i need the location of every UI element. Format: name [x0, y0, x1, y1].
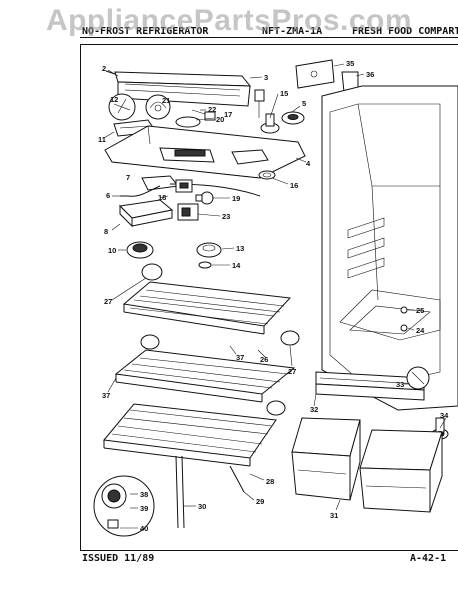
callout-25: 25 [416, 306, 424, 315]
light-bulb-19 [195, 191, 214, 205]
callout-19: 19 [232, 194, 240, 203]
callout-39: 39 [140, 504, 148, 513]
detail-circle-33 [406, 366, 430, 390]
callout-labels: 2 3 35 36 12 21 22 20 17 15 5 11 4 7 16 … [98, 59, 449, 533]
screw-25 [400, 306, 408, 314]
callout-24: 24 [416, 326, 425, 335]
ceiling-cover-4 [104, 125, 306, 179]
callout-31: 31 [330, 511, 338, 520]
leader-lines [103, 63, 447, 529]
shelf-clip-27b [280, 330, 300, 346]
callout-8: 8 [104, 227, 108, 236]
frame-top [80, 44, 458, 45]
fan-blade-10 [126, 241, 154, 259]
callout-37-upper: 37 [236, 353, 244, 362]
callout-13: 13 [236, 244, 244, 253]
shelf-clip-27a [141, 263, 163, 281]
cabinet-liner [321, 85, 458, 411]
callout-35: 35 [346, 59, 354, 68]
callout-28: 28 [266, 477, 274, 486]
callout-38: 38 [140, 490, 148, 499]
callout-27-right: 27 [288, 367, 296, 376]
page-code: A-42-1 [410, 553, 447, 564]
callout-21: 21 [162, 96, 170, 105]
callout-18: 18 [158, 193, 166, 202]
fan-shroud-16 [258, 170, 276, 180]
shelf-clip-27c [266, 400, 286, 416]
control-bracket-8 [118, 199, 174, 228]
crisper-drawer-right [359, 429, 443, 513]
callout-5: 5 [302, 99, 306, 108]
callout-30: 30 [198, 502, 206, 511]
callout-22: 22 [208, 105, 216, 114]
grille-32 [315, 371, 425, 401]
shelf-middle [114, 349, 296, 403]
frame-left [80, 44, 81, 550]
callout-17: 17 [224, 110, 232, 119]
callout-10: 10 [108, 246, 116, 255]
grommet-14 [198, 261, 212, 269]
screw-24 [400, 324, 408, 332]
callout-34: 34 [440, 411, 449, 420]
issued-date: ISSUED 11/89 [82, 553, 155, 564]
frame-bottom [80, 550, 458, 551]
callout-15: 15 [280, 89, 288, 98]
callout-32: 32 [310, 405, 318, 414]
shelf-upper [122, 281, 292, 335]
callout-14: 14 [232, 261, 241, 270]
callout-23: 23 [222, 212, 230, 221]
callout-36: 36 [366, 70, 374, 79]
light-shield-5 [281, 111, 305, 125]
callout-4: 4 [306, 159, 311, 168]
timer-23 [177, 203, 199, 221]
detail-circle-21 [145, 94, 171, 120]
callout-2: 2 [102, 64, 106, 73]
callout-40: 40 [140, 524, 148, 533]
slide-rail-30 [175, 455, 185, 529]
roller-detail [93, 475, 155, 537]
callout-29: 29 [256, 497, 264, 506]
fan-motor-13 [196, 242, 222, 258]
callout-11: 11 [98, 135, 106, 144]
crisper-drawer-left [291, 417, 361, 501]
header-rule [80, 37, 458, 38]
damper-18 [175, 179, 193, 193]
callout-20: 20 [216, 115, 224, 124]
callout-37-lower: 37 [102, 391, 110, 400]
light-socket-15 [260, 113, 280, 134]
capillary-6 [120, 185, 161, 197]
shelf-clip-37a [140, 334, 160, 350]
callout-12: 12 [110, 95, 118, 104]
callout-27-upper: 27 [104, 297, 112, 306]
callout-33: 33 [396, 380, 404, 389]
callout-6: 6 [106, 191, 110, 200]
crisper-cover-28 [103, 403, 277, 493]
header-model-type: NO-FROST REFRIGERATOR [82, 26, 209, 37]
thermostat-knob-parts [175, 109, 216, 128]
callout-3: 3 [264, 73, 268, 82]
watermark: AppliancePartsPros.com [45, 4, 413, 37]
light-switch-part [254, 89, 265, 118]
mounting-plate-35 [295, 59, 335, 89]
header-model-number: NFT-ZMA-1A [262, 26, 323, 37]
header-section: FRESH FOOD COMPARTME [352, 26, 458, 37]
callout-7: 7 [126, 173, 130, 182]
callout-26: 26 [260, 355, 268, 364]
detail-circle-12 [108, 93, 136, 121]
callout-16: 16 [290, 181, 298, 190]
